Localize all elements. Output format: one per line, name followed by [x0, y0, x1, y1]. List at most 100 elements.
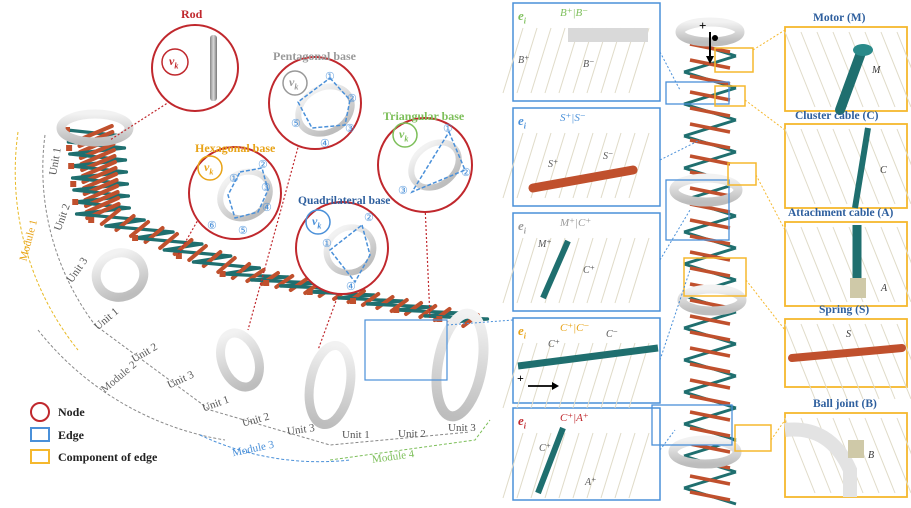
wireframe-line: [896, 417, 911, 455]
legend-edge: Edge: [58, 428, 85, 442]
wireframe-line: [864, 323, 896, 400]
tower-spring: [689, 90, 731, 102]
wireframe-line: [784, 31, 816, 108]
tower-spring: [689, 426, 731, 438]
wireframe-line: [586, 237, 608, 304]
node-marker: [132, 235, 139, 241]
attachment-label: A: [881, 283, 888, 294]
tower-arrowhead: [706, 56, 714, 64]
tower-component-boxes: [683, 47, 772, 452]
wireframe-line: [530, 237, 552, 304]
ball-joint-block: [848, 440, 864, 458]
wireframe-line: [628, 432, 650, 499]
pentagonal-title: Pentagonal base: [273, 49, 357, 63]
panel5-l2: A⁺: [585, 477, 597, 488]
wireframe-line: [864, 417, 896, 494]
triangular-circle: [377, 117, 473, 213]
tower-spring: [689, 154, 731, 166]
tri-v3: ③: [398, 185, 408, 197]
wireframe-line: [600, 237, 622, 304]
tower-spring: [689, 378, 731, 390]
wireframe-line: [784, 323, 816, 400]
tower-ring: [669, 173, 743, 207]
panel3-l1: M⁺: [538, 239, 552, 250]
wireframe-line: [558, 342, 580, 409]
wireframe-line: [816, 226, 848, 303]
pent-v2: ②: [347, 93, 357, 105]
wireframe-line: [800, 128, 832, 205]
tower-spring: [689, 394, 731, 406]
module3-arc: [199, 434, 351, 463]
wireframe-line: [880, 31, 911, 108]
tower-spring: [689, 362, 731, 374]
wireframe-line: [572, 132, 594, 199]
quad-v2: ②: [364, 212, 374, 224]
wireframe-line: [502, 432, 524, 499]
module1-arc: [14, 131, 79, 351]
node-marker: [393, 307, 400, 313]
wireframe-line: [848, 323, 880, 400]
panel1-l2: B⁻: [583, 59, 595, 70]
spring: [84, 196, 121, 214]
wireframe-line: [614, 237, 636, 304]
module-arcs: [14, 131, 491, 463]
wireframe-line: [572, 237, 594, 304]
quad-v4: ④: [346, 281, 356, 293]
wireframe-line: [516, 237, 538, 304]
wireframe-line: [628, 237, 650, 304]
robot-arm-left: [56, 109, 490, 430]
node-marker: [64, 127, 70, 133]
tri-v2: ②: [461, 167, 471, 179]
tower-spring: [689, 346, 731, 358]
cable-rod: [535, 426, 566, 495]
hex-v6: ⑥: [207, 220, 217, 232]
wireframe-line: [558, 432, 580, 499]
tower-spring: [689, 106, 731, 118]
center-panel-content: [502, 27, 659, 499]
wireframe-line: [800, 323, 832, 400]
node-marker: [263, 280, 270, 286]
wireframe-line: [880, 323, 911, 400]
wireframe-line: [530, 27, 552, 94]
pentagonal-circle: [268, 56, 362, 150]
spring: [82, 172, 119, 190]
quadrilateral-circle: [295, 201, 389, 295]
wireframe-line: [800, 226, 832, 303]
panel4-ei: ei: [518, 323, 527, 341]
tower-origin: [712, 35, 718, 41]
tower-spring: [689, 410, 731, 422]
wireframe-line: [516, 432, 538, 499]
spring: [360, 292, 381, 307]
tower-spring: [689, 330, 731, 342]
wireframe-line: [530, 342, 552, 409]
pent-v1: ①: [325, 71, 335, 83]
wireframe-line: [896, 128, 911, 166]
tower-connectors: [659, 29, 786, 451]
spring: [79, 148, 116, 166]
tower-edge-boxes: [651, 81, 733, 446]
panel4-l1: C⁺: [548, 339, 560, 350]
panel1-title: B⁺|B⁻: [560, 7, 589, 19]
tower-ring: [677, 284, 747, 316]
unit-arc-inner: [42, 134, 471, 446]
wireframe-line: [880, 226, 911, 303]
tower-ring: [668, 435, 742, 469]
tower-spring: [689, 490, 731, 502]
m4-unit3: Unit 3: [448, 422, 476, 434]
cable-rod: [517, 344, 659, 370]
tower-spring: [689, 314, 731, 326]
panel2-title: S⁺|S⁻: [560, 112, 586, 124]
wireframe-line: [558, 237, 580, 304]
spring-rod: [788, 344, 906, 362]
spring: [83, 184, 120, 202]
rod-title: Rod: [181, 7, 203, 21]
wireframe-line: [586, 432, 608, 499]
hexagonal-title: Hexagonal base: [195, 141, 276, 155]
rod-circle: [151, 24, 239, 112]
wireframe-line: [864, 226, 896, 303]
tower-spring: [689, 474, 731, 486]
panel4-title: C⁺|C⁻: [560, 322, 590, 334]
tower-spring: [689, 218, 731, 230]
wireframe-line: [864, 31, 896, 108]
